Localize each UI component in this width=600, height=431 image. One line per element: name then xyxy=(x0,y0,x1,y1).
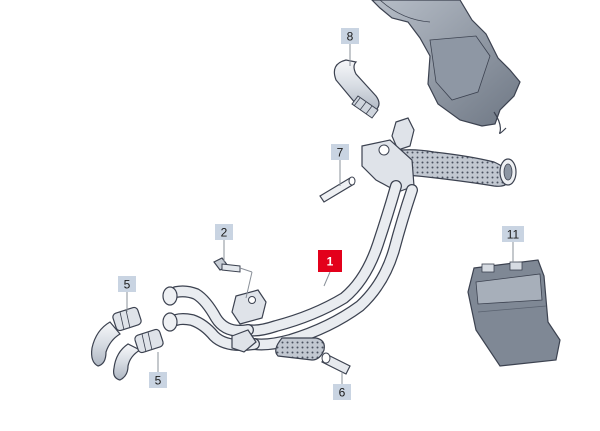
callout-1-highlighted: 1 xyxy=(318,250,342,272)
part-2-bolt xyxy=(213,257,241,273)
part-7-pin xyxy=(319,176,356,203)
svg-text:8: 8 xyxy=(347,30,354,44)
callout-11: 11 xyxy=(502,226,524,242)
svg-text:2: 2 xyxy=(221,226,228,240)
svg-text:5: 5 xyxy=(124,278,131,292)
callout-2: 2 xyxy=(215,224,233,240)
callout-5-lower: 5 xyxy=(149,372,167,388)
callout-5-upper: 5 xyxy=(118,276,136,292)
part-1-coolant-pipe xyxy=(162,117,517,361)
part-8-hose xyxy=(333,59,380,119)
svg-text:6: 6 xyxy=(339,386,346,400)
callout-8: 8 xyxy=(341,28,359,44)
svg-text:1: 1 xyxy=(327,255,334,269)
part-5-hose-lower xyxy=(113,328,164,381)
part-11-bracket xyxy=(467,259,561,367)
svg-text:5: 5 xyxy=(155,374,162,388)
leader-lines xyxy=(126,44,514,384)
part-5-hose-upper xyxy=(91,306,142,367)
callout-6: 6 xyxy=(333,384,351,400)
callout-7: 7 xyxy=(331,144,349,160)
heater-housing xyxy=(371,0,521,134)
svg-text:7: 7 xyxy=(337,146,344,160)
part-6-sleeve xyxy=(321,352,351,375)
svg-text:11: 11 xyxy=(507,228,520,242)
